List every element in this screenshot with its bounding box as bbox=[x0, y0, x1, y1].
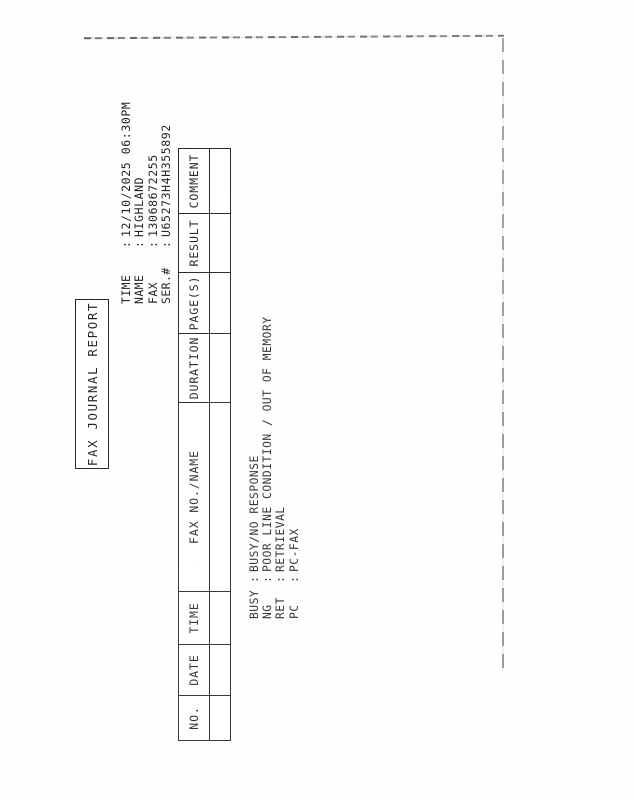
report-title-box: FAX JOURNAL REPORT bbox=[75, 299, 109, 469]
column-header-result: RESULT bbox=[178, 213, 210, 273]
legend-colon-ret: : bbox=[274, 575, 288, 583]
legend-colon-busy: : bbox=[248, 575, 261, 583]
legend-code-ret: RET bbox=[274, 597, 288, 619]
header-value-fax: 13068672255 bbox=[145, 154, 160, 237]
header-label-time: TIME bbox=[119, 274, 133, 304]
legend-desc-ng: POOR LINE CONDITION / OUT OF MEMORY bbox=[261, 316, 275, 572]
cell-fax-no-name bbox=[209, 402, 231, 592]
legend-entry-busy: BUSY : BUSY/NO RESPONSE bbox=[248, 316, 261, 619]
column-header-pages: PAGE(S) bbox=[178, 272, 210, 334]
cell-no bbox=[209, 695, 231, 741]
fax-journal-table: NO. DATE TIME FAX NO./NAME DURATION PAGE… bbox=[178, 148, 231, 741]
column-header-time: TIME bbox=[178, 591, 210, 645]
table-header-row: NO. DATE TIME FAX NO./NAME DURATION PAGE… bbox=[178, 148, 210, 741]
legend-code-busy: BUSY bbox=[248, 589, 261, 619]
report-header-info: TIME : 12/10/2025 06:30PM NAME : HIGHLAN… bbox=[119, 101, 174, 304]
cell-comment bbox=[209, 148, 231, 214]
legend-desc-ret: RETRIEVAL bbox=[274, 506, 288, 572]
cell-date bbox=[209, 644, 231, 696]
header-value-serial: U65273H4H355892 bbox=[159, 124, 174, 237]
cell-pages bbox=[209, 272, 231, 334]
legend-code-pc: PC bbox=[287, 604, 301, 619]
header-colon-fax: : bbox=[145, 240, 160, 248]
legend-entry-ret: RET : RETRIEVAL bbox=[274, 316, 287, 619]
header-colon-name: : bbox=[132, 240, 147, 248]
header-label-serial: SER.# bbox=[159, 267, 174, 304]
column-header-duration: DURATION bbox=[178, 333, 210, 403]
column-header-date: DATE bbox=[178, 644, 210, 696]
column-header-no: NO. bbox=[178, 695, 210, 741]
legend-code-ng: NG bbox=[261, 604, 275, 619]
cell-result bbox=[209, 213, 231, 273]
result-code-legend: BUSY : BUSY/NO RESPONSE NG : POOR LINE C… bbox=[248, 316, 301, 619]
legend-entry-ng: NG : POOR LINE CONDITION / OUT OF MEMORY bbox=[261, 316, 274, 619]
cell-duration bbox=[209, 333, 231, 403]
header-colon-serial: : bbox=[159, 240, 174, 248]
legend-colon-pc: : bbox=[287, 575, 301, 583]
report-title: FAX JOURNAL REPORT bbox=[84, 301, 100, 467]
table-row bbox=[209, 148, 231, 741]
scan-edge-artifact-right bbox=[502, 38, 504, 670]
header-value-time: 12/10/2025 06:30PM bbox=[119, 101, 133, 237]
header-value-name: HIGHLAND bbox=[132, 176, 147, 237]
header-colon-time: : bbox=[119, 240, 133, 248]
header-row-fax: FAX : 13068672255 bbox=[145, 102, 160, 304]
column-header-fax-no-name: FAX NO./NAME bbox=[178, 402, 210, 592]
header-label-name: NAME bbox=[132, 274, 147, 304]
header-row-serial: SER.# : U65273H4H355892 bbox=[159, 102, 174, 304]
header-label-fax: FAX bbox=[145, 282, 160, 304]
legend-colon-ng: : bbox=[261, 575, 275, 583]
legend-entry-pc: PC : PC-FAX bbox=[288, 316, 301, 619]
legend-desc-busy: BUSY/NO RESPONSE bbox=[248, 455, 261, 572]
header-row-time: TIME : 12/10/2025 06:30PM bbox=[119, 101, 133, 304]
column-header-comment: COMMENT bbox=[178, 148, 210, 214]
legend-desc-pc: PC-FAX bbox=[287, 528, 301, 572]
cell-time bbox=[209, 591, 231, 645]
header-row-name: NAME : HIGHLAND bbox=[132, 102, 147, 304]
